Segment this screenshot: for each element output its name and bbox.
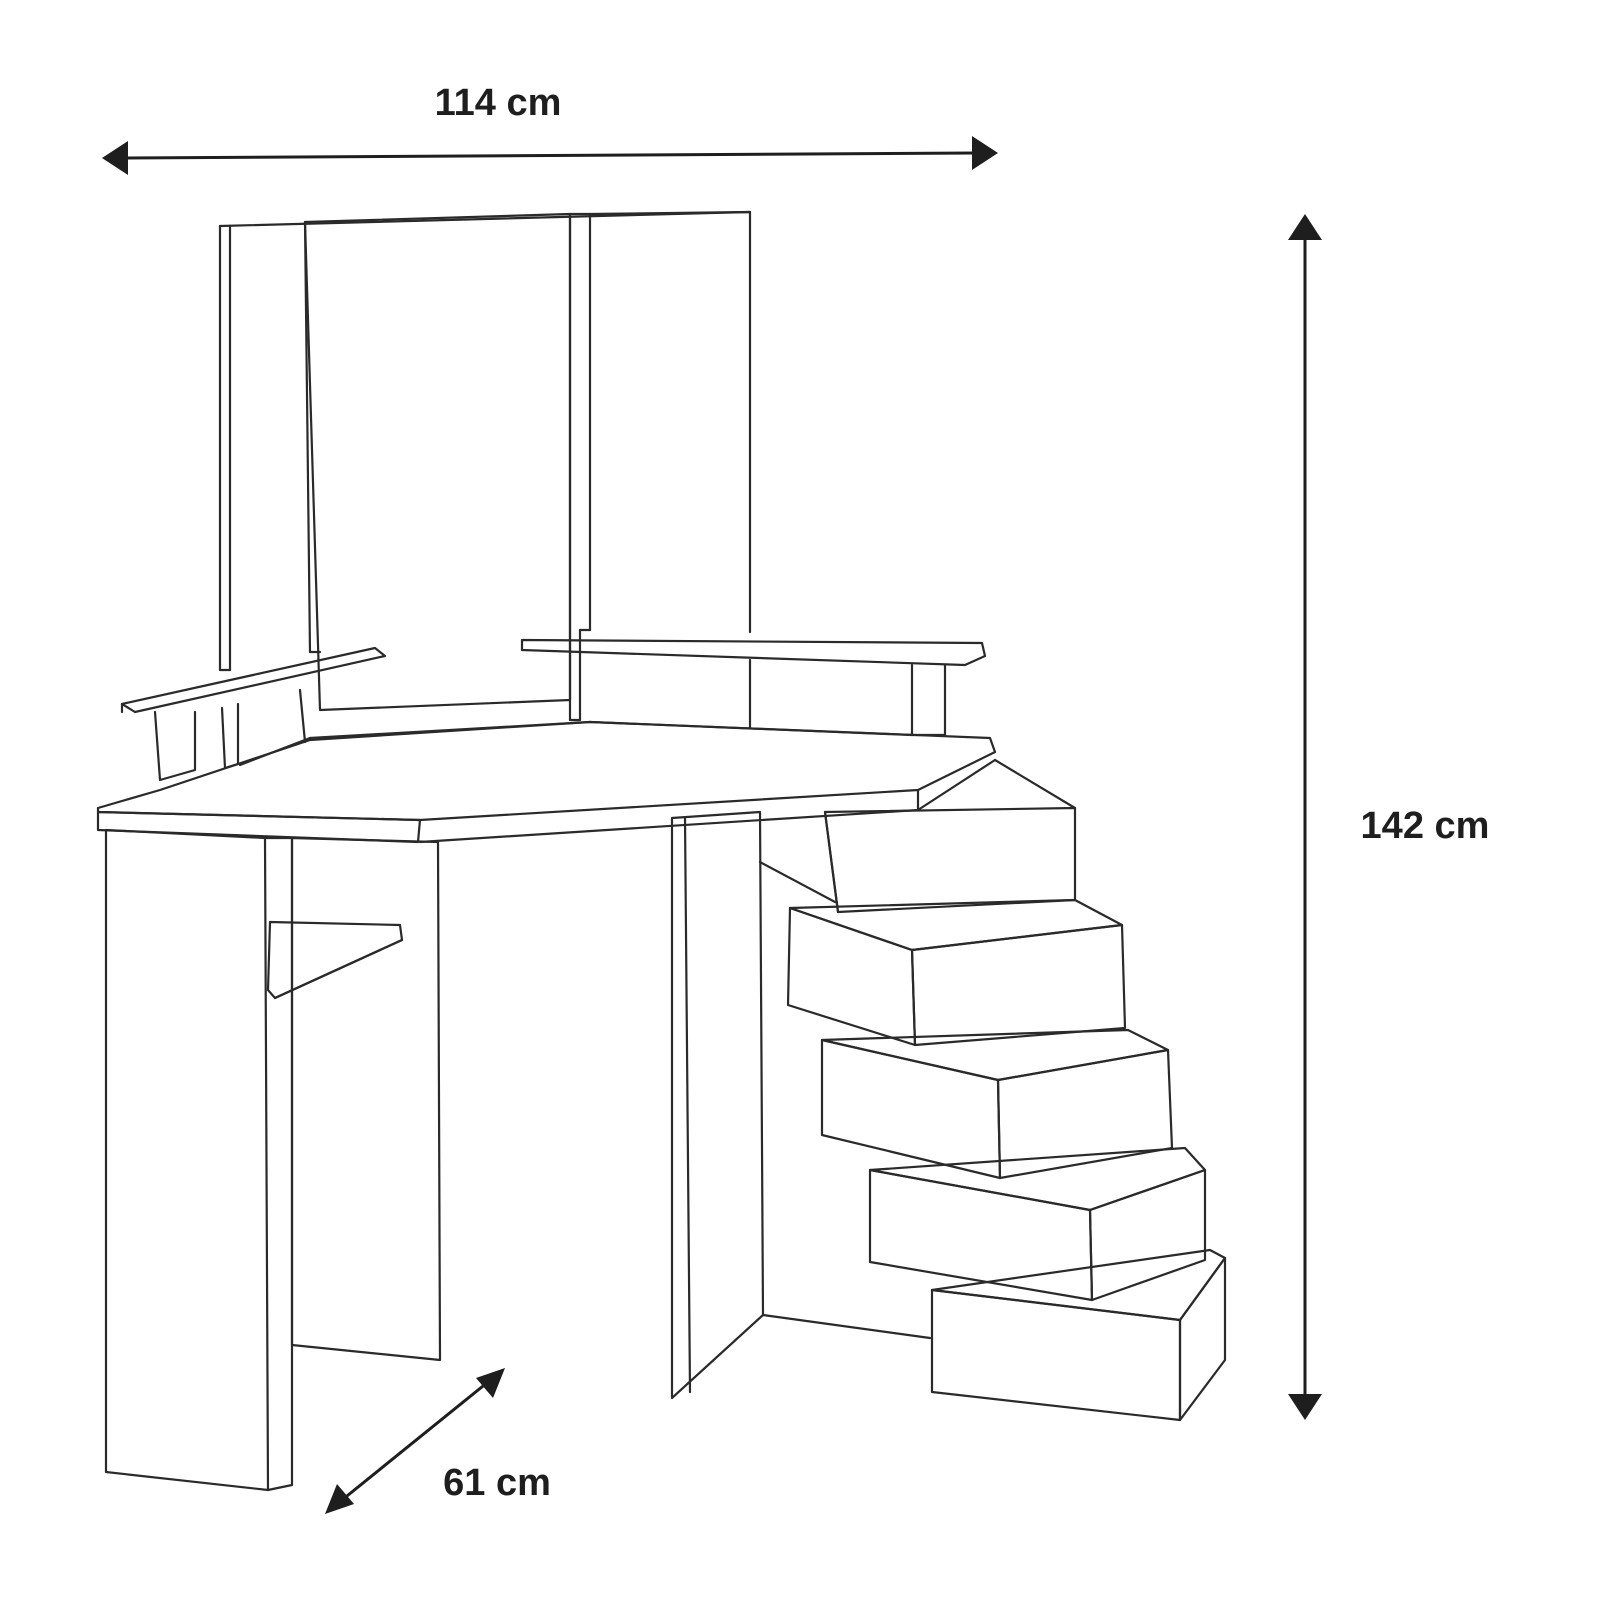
left-leg [104, 828, 442, 1492]
depth-dimension: 61 cm [325, 1368, 551, 1514]
height-arrow-bottom-head [1288, 1394, 1322, 1420]
drawer-2-front [910, 923, 1127, 1047]
left-small-shelf [266, 920, 404, 1000]
drawer-5-side [930, 1288, 1182, 1422]
width-arrow-right-head [972, 136, 998, 170]
drawer-cabinet-top [993, 758, 1077, 810]
mirror-top-edge [218, 210, 752, 228]
drawer-1-front [823, 806, 1077, 914]
mirror-right-panel [588, 210, 752, 634]
height-arrow-top-head [1288, 214, 1322, 240]
left-shelf [120, 646, 387, 782]
mirror-frame [218, 210, 752, 722]
left-shelf-support-outer [153, 710, 197, 782]
drawer-3-side [820, 1038, 1002, 1180]
drawer-stack [786, 806, 1227, 1422]
left-shelf-support-3 [298, 688, 307, 744]
depth-arrow-line [341, 1380, 489, 1502]
height-dimension: 142 cm [1288, 214, 1489, 1420]
left-shelf-top [120, 646, 387, 714]
drawer-cabinet-base [761, 1313, 932, 1340]
mirror-left-panel [218, 224, 232, 672]
width-arrow-line [124, 151, 976, 160]
drawer-cabinet-back [758, 860, 837, 904]
width-dimension: 114 cm [102, 82, 998, 175]
right-leg [670, 758, 1077, 1400]
depth-arrow-bottom-head [325, 1484, 354, 1514]
drawer-5-top [930, 1248, 1227, 1322]
width-arrow-left-head [102, 141, 128, 175]
drawer-1-left-edge [823, 810, 840, 914]
mirror-right-divider [568, 212, 592, 722]
left-inner-panel [290, 836, 442, 1362]
height-label: 142 cm [1361, 805, 1490, 847]
left-leg-front [104, 828, 270, 1492]
desk-top-surface [96, 720, 997, 822]
mirror-left-divider [303, 220, 322, 654]
depth-label-text: 61 cm [443, 1462, 551, 1504]
width-label: 114 cm [435, 82, 562, 124]
desk-top [96, 720, 997, 844]
left-shelf-support-inner [220, 702, 240, 770]
right-leg-inner [683, 816, 692, 1394]
right-shelf-support-right [910, 663, 947, 737]
desk-top-right-edge [418, 758, 997, 844]
depth-arrow-top-head [476, 1368, 505, 1398]
left-small-shelf-edge [273, 938, 404, 1000]
drawer-2-side [786, 906, 917, 1047]
right-shelf-top [520, 638, 987, 667]
drawer-4-front [1088, 1168, 1207, 1302]
mirror-center-panel [303, 212, 572, 712]
drawer-4-side [868, 1168, 1094, 1302]
drawer-5-front [1178, 1256, 1227, 1422]
